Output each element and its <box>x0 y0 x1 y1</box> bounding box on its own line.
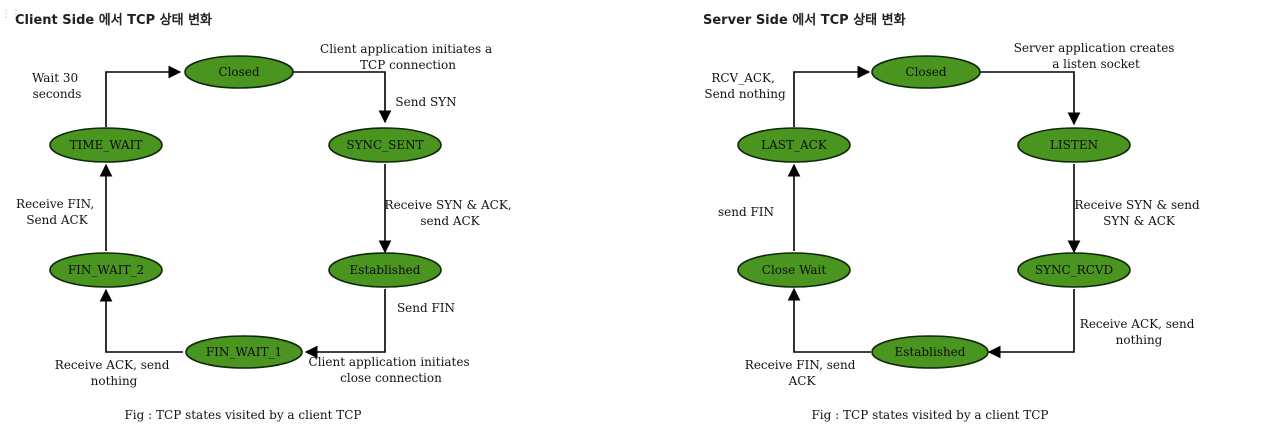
svg-text:LAST_ACK: LAST_ACK <box>761 138 828 152</box>
state-closed: Closed <box>871 55 981 89</box>
edge-closed-to-listen <box>980 71 1081 126</box>
svg-text:SYNC_SENT: SYNC_SENT <box>346 138 423 152</box>
label-wait-30: Wait 30 seconds <box>32 71 82 101</box>
label-receive-ack: Receive ACK, send nothing <box>1080 317 1198 347</box>
label-send-fin: send FIN <box>718 205 774 219</box>
state-fin-wait-1: FIN_WAIT_1 <box>185 335 303 369</box>
label-initiates: Client application initiates a TCP conne… <box>320 42 496 72</box>
server-figure-caption: Fig : TCP states visited by a client TCP <box>811 408 1048 422</box>
label-receive-fin: Receive FIN, Send ACK <box>16 197 98 227</box>
svg-text:FIN_WAIT_2: FIN_WAIT_2 <box>68 263 144 277</box>
state-established: Established <box>328 252 442 288</box>
state-closed: Closed <box>184 55 294 89</box>
label-close-connection: Client application initiates close conne… <box>309 355 474 385</box>
svg-text:LISTEN: LISTEN <box>1050 138 1098 152</box>
client-state-diagram: Closed SYNC_SENT Established FIN_WAIT_1 … <box>16 42 516 422</box>
state-sync-sent: SYNC_SENT <box>328 127 442 163</box>
server-panel: Server Side 에서 TCP 상태 변화 Closed LISTEN S… <box>690 0 1280 435</box>
edge-closed-to-syncsent <box>290 71 392 124</box>
label-rcv-ack: RCV_ACK, Send nothing <box>704 71 786 101</box>
edge-timewait-to-closed <box>105 65 182 127</box>
state-time-wait: TIME_WAIT <box>49 127 163 163</box>
label-send-fin: Send FIN <box>397 301 455 315</box>
label-receive-syn-ack: Receive SYN & ACK, send ACK <box>385 198 516 228</box>
svg-text:Established: Established <box>350 263 421 277</box>
client-heading: Client Side 에서 TCP 상태 변화 <box>15 13 213 28</box>
svg-text:Closed: Closed <box>905 65 947 79</box>
state-sync-rcvd: SYNC_RCVD <box>1017 252 1131 288</box>
state-established: Established <box>871 335 989 369</box>
edge-syncrcvd-to-established <box>987 289 1075 359</box>
edge-lastack-to-closed <box>793 65 871 127</box>
client-panel: ⋮⋮ Client Side 에서 TCP 상태 변화 Closed SYNC_… <box>1 10 516 423</box>
client-figure-caption: Fig : TCP states visited by a client TCP <box>124 408 361 422</box>
state-fin-wait-2: FIN_WAIT_2 <box>49 252 163 288</box>
svg-text:SYNC_RCVD: SYNC_RCVD <box>1035 263 1113 277</box>
label-receive-syn: Receive SYN & send SYN & ACK <box>1075 198 1204 228</box>
svg-text:Established: Established <box>895 345 966 359</box>
label-receive-fin: Receive FIN, send ACK <box>745 358 859 388</box>
state-close-wait: Close Wait <box>737 252 851 288</box>
label-send-syn: Send SYN <box>395 95 456 109</box>
svg-text:TIME_WAIT: TIME_WAIT <box>70 138 143 152</box>
svg-text:Close Wait: Close Wait <box>762 263 827 277</box>
edge-established-to-closewait <box>787 287 871 353</box>
label-receive-ack: Receive ACK, send nothing <box>55 358 173 388</box>
state-last-ack: LAST_ACK <box>737 127 851 163</box>
svg-text:Closed: Closed <box>218 65 260 79</box>
label-creates-listen-socket: Server application creates a listen sock… <box>1014 41 1179 71</box>
server-state-diagram: Closed LISTEN SYNC_RCVD Established Clos… <box>704 41 1204 422</box>
edge-finwait1-to-finwait2 <box>99 288 183 353</box>
svg-text:FIN_WAIT_1: FIN_WAIT_1 <box>206 345 282 359</box>
state-listen: LISTEN <box>1017 127 1131 163</box>
edge-established-to-finwait1 <box>304 289 386 359</box>
server-heading: Server Side 에서 TCP 상태 변화 <box>703 13 906 28</box>
